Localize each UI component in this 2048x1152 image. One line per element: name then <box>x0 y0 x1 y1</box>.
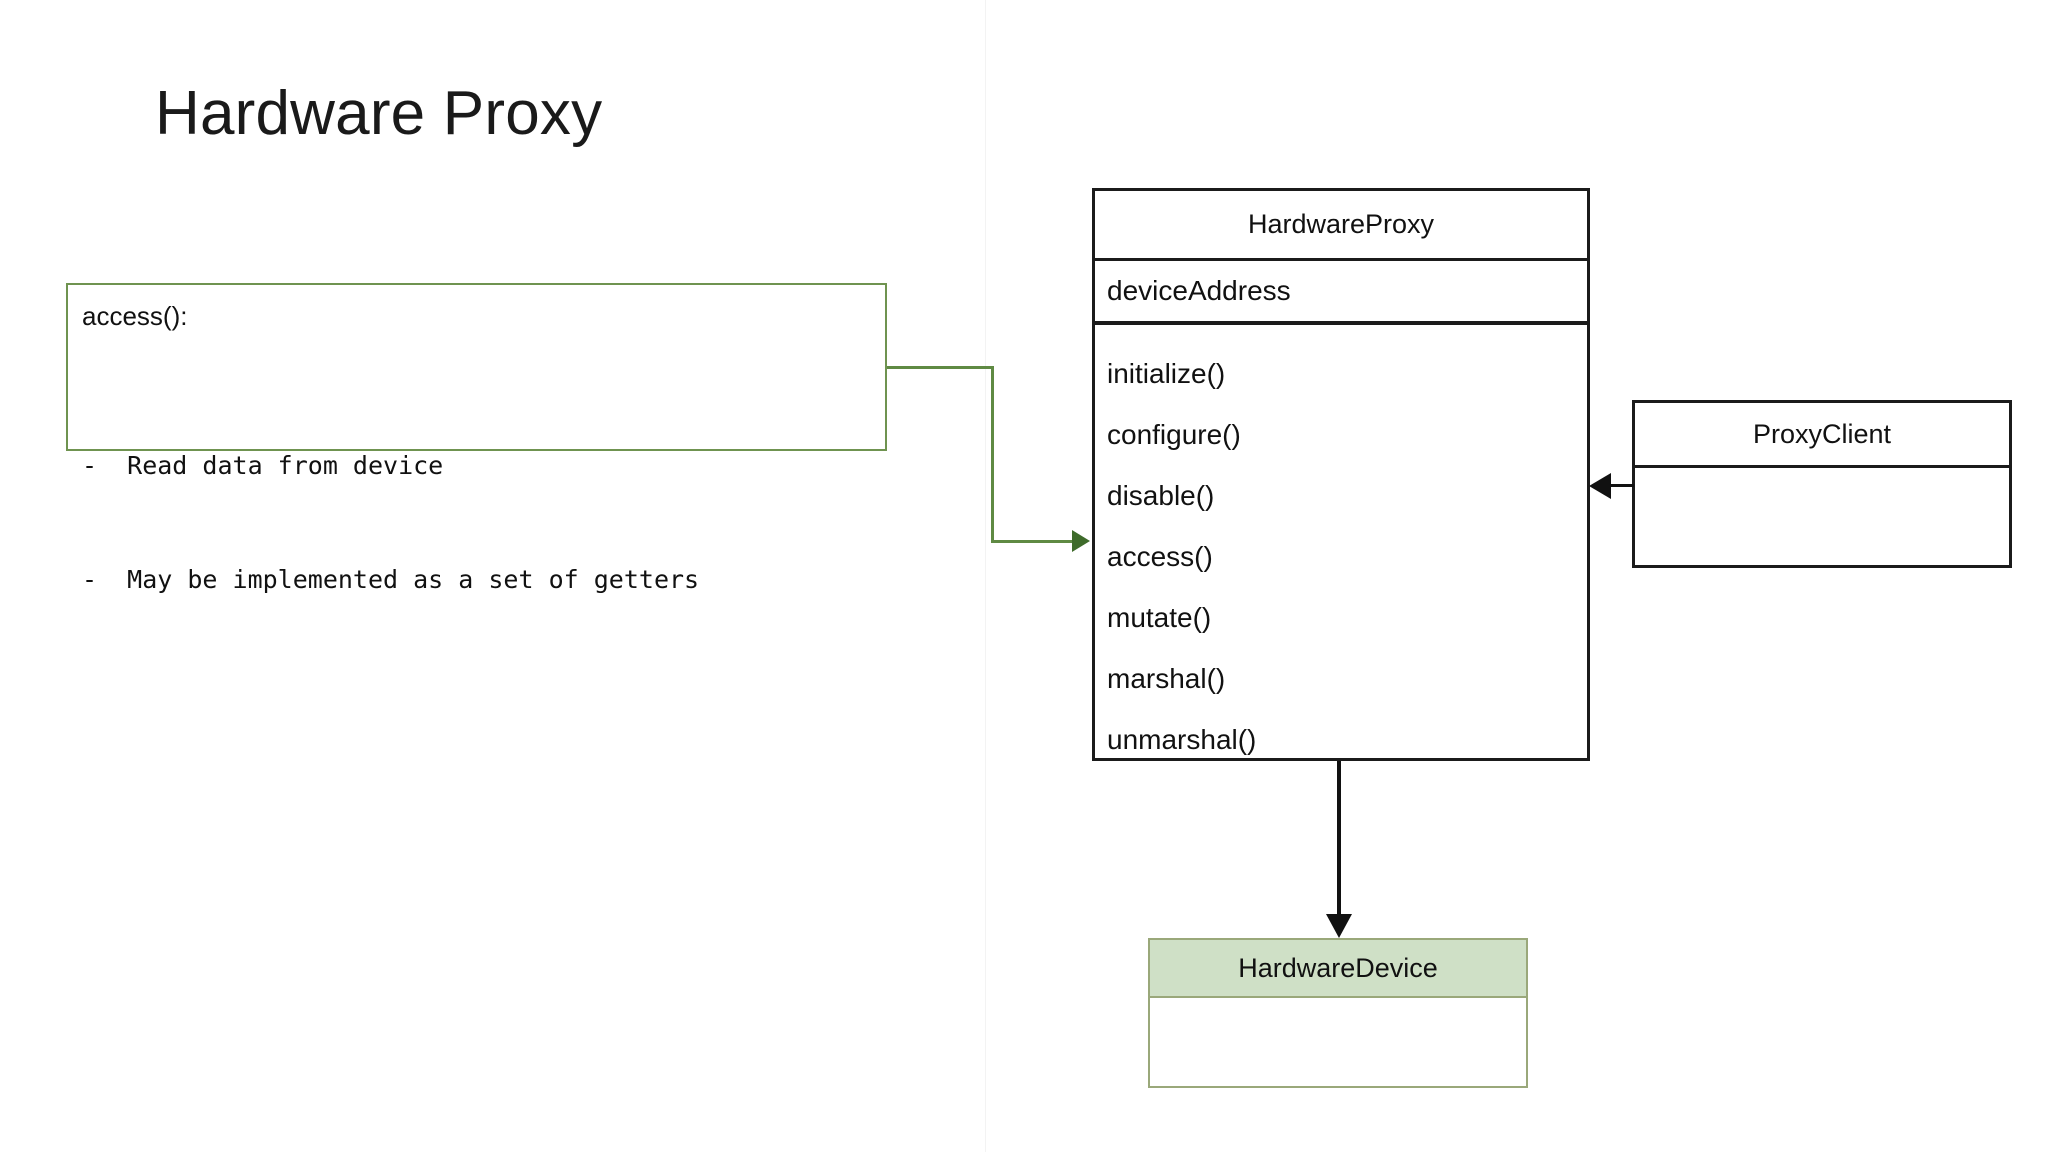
class-header-hardwareproxy: HardwareProxy <box>1095 191 1587 258</box>
client-proxy-arrowhead-icon <box>1589 473 1611 499</box>
list-item: - Read data from device <box>82 451 444 480</box>
access-note-box: access(): - Read data from device - May … <box>66 283 887 594</box>
class-header-hardwaredevice: HardwareDevice <box>1150 940 1526 998</box>
class-method: disable() <box>1107 479 1215 511</box>
class-box-hardwaredevice[interactable]: HardwareDevice <box>1148 938 1528 1088</box>
class-attribute: deviceAddress <box>1107 275 1291 306</box>
note-connector-segment-h1 <box>887 366 994 369</box>
class-method: mutate() <box>1107 601 1212 633</box>
class-method: initialize() <box>1107 357 1226 389</box>
class-name-label: HardwareProxy <box>1247 209 1435 239</box>
class-method: configure() <box>1107 418 1241 450</box>
proxy-device-arrowhead-icon <box>1326 914 1352 938</box>
note-connector-arrowhead-icon <box>1072 530 1090 552</box>
list-item: - May be implemented as a set of getters <box>82 565 700 594</box>
class-name-label: HardwareDevice <box>1238 952 1438 983</box>
note-connector-segment-v <box>991 366 994 543</box>
class-box-hardwareproxy[interactable]: HardwareProxy deviceAddress initialize()… <box>1092 188 1590 761</box>
class-method: marshal() <box>1107 662 1226 694</box>
class-attributes-compartment: deviceAddress <box>1095 258 1587 321</box>
class-empty-compartment <box>1635 465 2009 565</box>
page-title: Hardware Proxy <box>155 79 603 148</box>
class-empty-compartment <box>1150 998 1526 1086</box>
class-header-proxyclient: ProxyClient <box>1635 403 2009 465</box>
proxy-device-connector-line <box>1337 761 1341 921</box>
access-note-heading: access(): <box>82 301 188 331</box>
access-note-list: - Read data from device - May be impleme… <box>82 371 699 675</box>
slide-boundary-line <box>985 0 986 1152</box>
class-method: unmarshal() <box>1107 723 1257 755</box>
class-method: access() <box>1107 540 1213 572</box>
client-proxy-connector-line <box>1609 484 1634 487</box>
class-name-label: ProxyClient <box>1752 418 1892 449</box>
note-connector-segment-h2 <box>991 540 1073 543</box>
class-box-proxyclient[interactable]: ProxyClient <box>1632 400 2012 568</box>
class-methods-compartment: initialize() configure() disable() acces… <box>1095 321 1587 758</box>
